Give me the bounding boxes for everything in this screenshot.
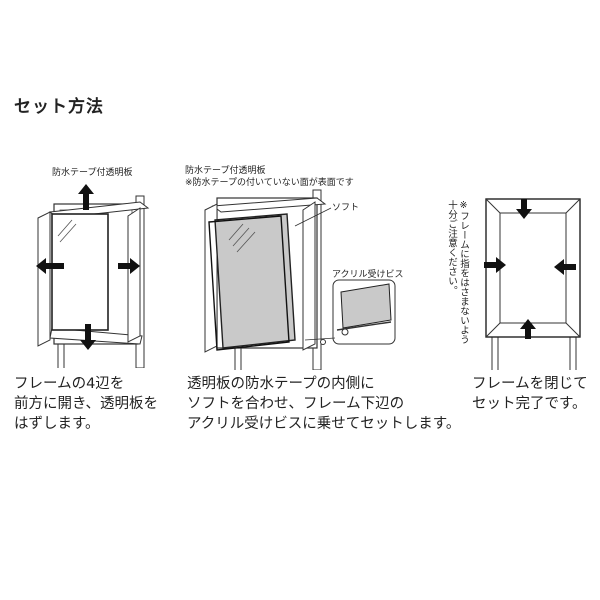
step1-left-strip — [37, 211, 51, 347]
step1-caption-3: はずします。 — [14, 416, 100, 432]
step3-arrows — [484, 199, 576, 339]
step2-label-screw: アクリル受けビス — [332, 270, 404, 280]
step3-note-line-2: 十分ご注意ください。 — [446, 200, 457, 295]
step1-illustration — [36, 184, 150, 368]
step3-caption-2: セット完了です。 — [472, 396, 587, 412]
arrow-right-icon — [118, 258, 140, 274]
step2-caption-3: アクリル受けビスに乗せてセットします。 — [187, 416, 461, 432]
step1-caption-2: 前方に開き、透明板を — [14, 396, 158, 412]
arrow-up-icon — [78, 184, 94, 210]
step3-warning-note: ※フレームに指をはさまないよう 十分ご注意ください。 — [445, 200, 469, 370]
step2-label-soft: ソフト — [332, 203, 360, 213]
page-title: セット方法 — [14, 97, 104, 117]
step1-label-panel: 防水テープ付透明板 — [52, 168, 133, 178]
step2-illustration — [204, 189, 396, 370]
step3-caption-1: フレームを閉じて — [472, 376, 588, 392]
arrow-left-icon — [554, 259, 576, 275]
screw-icon — [341, 328, 349, 336]
arrow-left-icon — [36, 258, 64, 274]
step3-illustration — [484, 198, 581, 370]
arrow-right-icon — [484, 257, 506, 273]
step2-label-panel: 防水テープ付透明板 — [185, 166, 266, 176]
step2-clear-panel — [208, 215, 290, 351]
step1-arrows — [36, 184, 140, 350]
step1-caption-1: フレームの4辺を — [14, 376, 125, 392]
step1-right-strip — [127, 207, 141, 343]
step3-note-line-1: ※フレームに指をはさまないよう — [458, 200, 469, 344]
step2-caption-1: 透明板の防水テープの内側に — [187, 376, 375, 392]
step1-clear-panel — [51, 213, 109, 331]
step2-label-note: ※防水テープの付いていない面が表面です — [185, 178, 354, 188]
step1-bottom-strip — [49, 327, 143, 345]
step2-caption-2: ソフトを合わせ、フレーム下辺の — [187, 396, 405, 412]
step2-soft-sheet — [214, 213, 296, 349]
arrow-down-icon — [516, 199, 532, 219]
arrow-down-icon — [80, 324, 96, 350]
arrow-up-icon — [520, 319, 536, 339]
